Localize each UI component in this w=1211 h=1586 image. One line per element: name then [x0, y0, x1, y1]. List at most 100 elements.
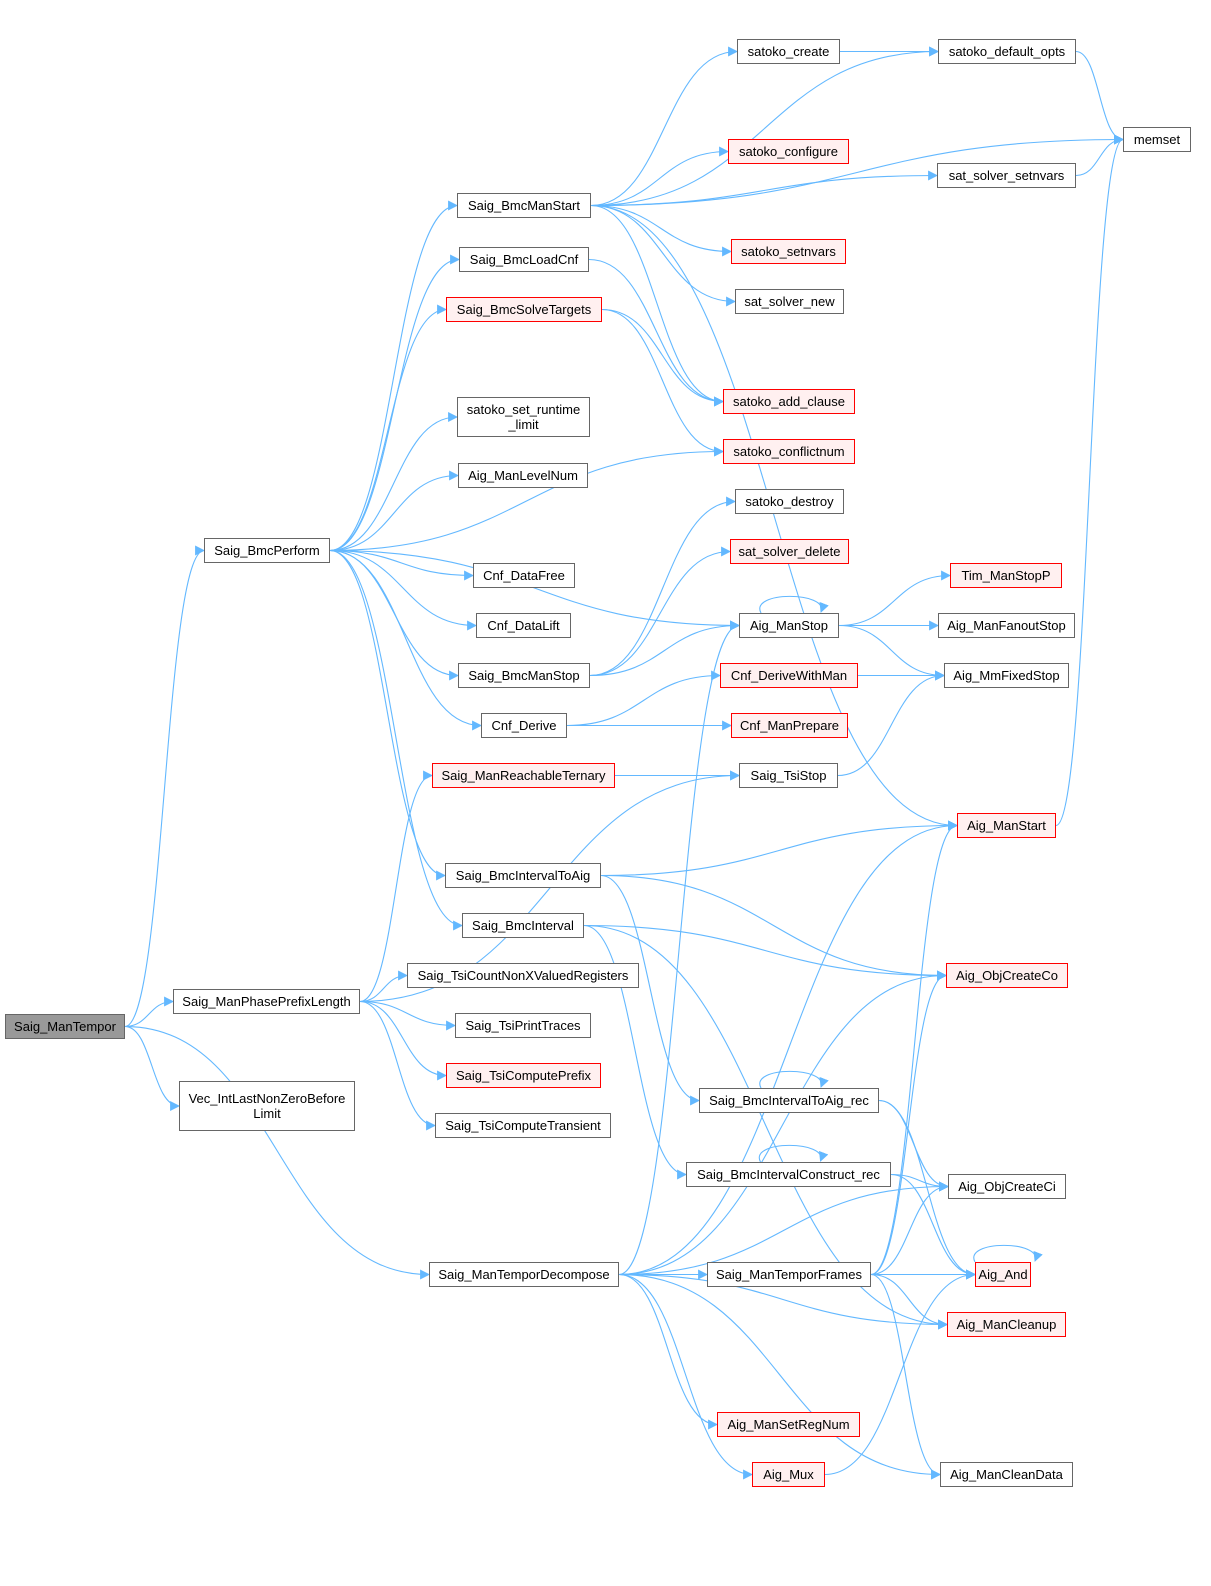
node-label: Saig_BmcIntervalToAig_rec — [709, 1093, 869, 1108]
edge-saig-mantempor-to-saig-manphaseprefixlength — [124, 996, 174, 1028]
node-saig-bmcperform[interactable]: Saig_BmcPerform — [204, 538, 330, 563]
node-saig-manphaseprefixlength[interactable]: Saig_ManPhasePrefixLength — [173, 989, 360, 1014]
node-label: Saig_BmcManStop — [468, 668, 580, 683]
node-saig-tsiprinttraces[interactable]: Saig_TsiPrintTraces — [455, 1013, 591, 1038]
node-label: Saig_TsiComputePrefix — [455, 1068, 592, 1083]
edge-saig-bmcmanstop-to-aig-manstop — [589, 620, 740, 677]
edge-saig-mantemporframes-to-aig-objcreateco — [870, 970, 947, 1276]
node-saig-manreachableternary[interactable]: Saig_ManReachableTernary — [432, 763, 615, 788]
edge-saig-manphaseprefixlength-to-saig-tsicomputeprefix — [359, 1000, 447, 1081]
edge-saig-bmcperform-to-satoko-conflictnum — [329, 446, 724, 552]
node-aig-objcreateci[interactable]: Aig_ObjCreateCi — [948, 1174, 1066, 1199]
node-satoko-default-opts[interactable]: satoko_default_opts — [938, 39, 1076, 64]
edge-saig-bmcmanstop-to-satoko-destroy — [589, 496, 736, 677]
node-label: Aig_ManStart — [967, 818, 1046, 833]
node-aig-mancleanup[interactable]: Aig_ManCleanup — [947, 1312, 1066, 1337]
edge-saig-bmcintervaltoaig-to-aig-objcreateco — [600, 874, 947, 981]
node-cnf-derivewithman[interactable]: Cnf_DeriveWithMan — [720, 663, 858, 688]
node-saig-bmcmanstop[interactable]: Saig_BmcManStop — [458, 663, 590, 688]
node-vec-intlastnonzerobeforelimit[interactable]: Vec_IntLastNonZeroBefore Limit — [179, 1081, 355, 1131]
node-label: Aig_ManSetRegNum — [727, 1417, 850, 1432]
node-label: Aig_ManFanoutStop — [947, 618, 1066, 633]
node-sat-solver-new[interactable]: sat_solver_new — [735, 289, 844, 314]
edge-saig-bmcintervaltoaig-rec-to-saig-bmcintervaltoaig-rec — [759, 1070, 829, 1089]
node-label: sat_solver_delete — [738, 544, 841, 559]
node-label: Saig_BmcPerform — [214, 543, 320, 558]
edge-saig-mantempor-to-saig-mantempordecompose — [124, 1025, 430, 1280]
node-satoko-destroy[interactable]: satoko_destroy — [735, 489, 844, 514]
edge-saig-bmcperform-to-saig-bmcsolvetargets — [329, 304, 447, 552]
node-saig-bmcintervaltoaig-rec[interactable]: Saig_BmcIntervalToAig_rec — [699, 1088, 879, 1113]
edge-saig-bmcsolvetargets-to-satoko-add-clause — [601, 308, 724, 407]
edge-aig-manstop-to-aig-mmfixedstop — [838, 624, 945, 681]
edge-saig-bmcmanstart-to-aig-manstart — [590, 204, 958, 831]
node-label: Cnf_DeriveWithMan — [730, 668, 848, 683]
node-saig-tsicomputeprefix[interactable]: Saig_TsiComputePrefix — [446, 1063, 601, 1088]
node-saig-tsistop[interactable]: Saig_TsiStop — [739, 763, 838, 788]
edge-saig-mantempordecompose-to-aig-mux — [618, 1273, 753, 1480]
node-saig-bmcmanstart[interactable]: Saig_BmcManStart — [457, 193, 591, 218]
node-label: Cnf_Derive — [491, 718, 557, 733]
node-cnf-datafree[interactable]: Cnf_DataFree — [473, 563, 575, 588]
node-satoko-setnvars[interactable]: satoko_setnvars — [731, 239, 846, 264]
edge-saig-mantempor-to-saig-bmcperform — [124, 545, 205, 1028]
edge-saig-bmcmanstart-to-sat-solver-setnvars — [590, 170, 938, 207]
edge-saig-bmcintervaltoaig-to-saig-bmcintervaltoaig-rec — [600, 874, 700, 1106]
edge-saig-mantemporframes-to-aig-objcreateci — [870, 1181, 949, 1276]
node-satoko-configure[interactable]: satoko_configure — [728, 139, 849, 164]
node-cnf-datalift[interactable]: Cnf_DataLift — [476, 613, 571, 638]
node-saig-mantemporframes[interactable]: Saig_ManTemporFrames — [707, 1262, 871, 1287]
edge-saig-bmcperform-to-aig-manlevelnum — [329, 470, 459, 552]
node-aig-and[interactable]: Aig_And — [975, 1262, 1031, 1287]
node-aig-manlevelnum[interactable]: Aig_ManLevelNum — [458, 463, 588, 488]
node-aig-manstart[interactable]: Aig_ManStart — [957, 813, 1056, 838]
node-saig-mantempordecompose[interactable]: Saig_ManTemporDecompose — [429, 1262, 619, 1287]
edge-saig-manphaseprefixlength-to-saig-manreachableternary — [359, 770, 433, 1003]
node-label: Saig_BmcLoadCnf — [469, 252, 579, 267]
edge-saig-bmcperform-to-satoko-set-runtime-limit — [329, 412, 458, 552]
node-saig-bmcinterval[interactable]: Saig_BmcInterval — [462, 913, 584, 938]
node-sat-solver-delete[interactable]: sat_solver_delete — [730, 539, 849, 564]
node-cnf-manprepare[interactable]: Cnf_ManPrepare — [731, 713, 848, 738]
node-label: satoko_default_opts — [948, 44, 1066, 59]
edge-saig-bmcperform-to-saig-bmcintervaltoaig — [329, 549, 446, 881]
node-memset[interactable]: memset — [1123, 127, 1191, 152]
node-aig-mansetregnum[interactable]: Aig_ManSetRegNum — [717, 1412, 860, 1437]
edge-saig-bmcmanstart-to-sat-solver-new — [590, 204, 736, 307]
node-satoko-create[interactable]: satoko_create — [737, 39, 840, 64]
node-cnf-derive[interactable]: Cnf_Derive — [481, 713, 567, 738]
edge-saig-bmcloadcnf-to-satoko-add-clause — [588, 258, 724, 407]
edge-saig-bmcinterval-to-aig-objcreateco — [583, 924, 947, 981]
node-aig-objcreateco[interactable]: Aig_ObjCreateCo — [946, 963, 1068, 988]
node-label: Tim_ManStopP — [961, 568, 1051, 583]
node-label: Saig_ManTemporFrames — [716, 1267, 862, 1282]
node-saig-tsicountnonxvaluedregisters[interactable]: Saig_TsiCountNonXValuedRegisters — [407, 963, 639, 988]
node-satoko-set-runtime-limit[interactable]: satoko_set_runtime _limit — [457, 397, 590, 437]
node-label: Saig_TsiPrintTraces — [465, 1018, 581, 1033]
node-saig-bmcintervalconstruct-rec[interactable]: Saig_BmcIntervalConstruct_rec — [686, 1162, 891, 1187]
edge-saig-mantemporframes-to-aig-mancleandata — [870, 1273, 941, 1480]
node-satoko-conflictnum[interactable]: satoko_conflictnum — [723, 439, 855, 464]
node-label: satoko_destroy — [745, 494, 834, 509]
node-aig-mancleandata[interactable]: Aig_ManCleanData — [940, 1462, 1073, 1487]
node-satoko-add-clause[interactable]: satoko_add_clause — [723, 389, 855, 414]
edge-saig-bmcperform-to-cnf-datalift — [329, 549, 477, 631]
node-label: Aig_ManLevelNum — [468, 468, 578, 483]
node-label: satoko_create — [747, 44, 830, 59]
node-saig-bmcsolvetargets[interactable]: Saig_BmcSolveTargets — [446, 297, 602, 322]
node-label: Aig_ManStop — [749, 618, 829, 633]
node-aig-mux[interactable]: Aig_Mux — [752, 1462, 825, 1487]
node-saig-bmcintervaltoaig[interactable]: Saig_BmcIntervalToAig — [445, 863, 601, 888]
node-aig-manstop[interactable]: Aig_ManStop — [739, 613, 839, 638]
node-saig-tsicomputetransient[interactable]: Saig_TsiComputeTransient — [435, 1113, 611, 1138]
node-label: Aig_Mux — [763, 1467, 814, 1482]
node-sat-solver-setnvars[interactable]: sat_solver_setnvars — [937, 163, 1076, 188]
node-saig-mantempor[interactable]: Saig_ManTempor — [5, 1014, 125, 1039]
node-tim-manstopp[interactable]: Tim_ManStopP — [950, 563, 1062, 588]
node-saig-bmcloadcnf[interactable]: Saig_BmcLoadCnf — [459, 247, 589, 272]
node-aig-mmfixedstop[interactable]: Aig_MmFixedStop — [944, 663, 1069, 688]
node-label: Aig_ObjCreateCi — [958, 1179, 1056, 1194]
node-aig-manfanoutstop[interactable]: Aig_ManFanoutStop — [938, 613, 1075, 638]
node-label: Saig_TsiComputeTransient — [445, 1118, 601, 1133]
